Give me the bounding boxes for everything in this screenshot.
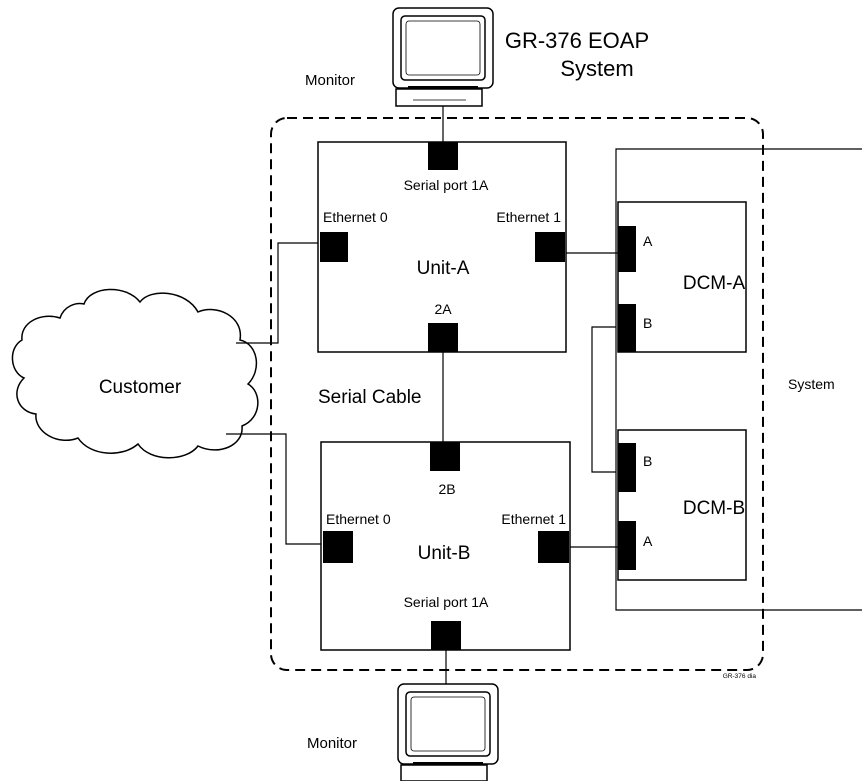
diagram-title-line2: System: [560, 56, 633, 81]
customer-cloud-label: Customer: [99, 377, 182, 398]
unit-b-ethernet-1-label: Ethernet 1: [501, 511, 566, 527]
unit-a-ethernet-0-label: Ethernet 0: [323, 209, 388, 225]
dcm-a-port-b: [618, 304, 636, 352]
unit-a-name: Unit-A: [417, 258, 470, 279]
unit-b-port-2b-label: 2B: [438, 481, 455, 497]
serial-cable-label: Serial Cable: [318, 387, 422, 408]
dcm-a-port-a: [618, 226, 636, 272]
dcm-b-port-b-label: B: [643, 453, 652, 469]
unit-b-ethernet-0-label: Ethernet 0: [326, 511, 391, 527]
unit-a-box: [317, 141, 567, 353]
dcm-a-port-a-label: A: [643, 233, 653, 249]
diagram-title-line1: GR-376 EOAP: [505, 28, 649, 53]
connection-lines: [226, 106, 862, 684]
dcm-b-port-a: [618, 521, 636, 570]
unit-b-ethernet-1-port: [538, 531, 569, 563]
dcm-a-box: [617, 201, 747, 353]
bottom-monitor-icon: [397, 683, 499, 781]
system-label: System: [788, 376, 835, 392]
unit-a-port-2a: [428, 323, 458, 352]
eoap-enclosure: [270, 117, 764, 671]
unit-a-ethernet-0-port: [320, 232, 348, 262]
unit-b-serial-port-1a: [431, 621, 461, 650]
unit-b-ethernet-0-port: [323, 531, 353, 563]
unit-b-port-2b: [430, 442, 460, 471]
customer-cloud-icon: [11, 288, 259, 459]
unit-a-ethernet-1-port: [535, 232, 565, 262]
dcm-a-port-b-label: B: [643, 315, 652, 331]
unit-b-name: Unit-B: [418, 543, 471, 564]
dcm-b-port-a-label: A: [643, 533, 653, 549]
dcm-b-box: [617, 429, 747, 581]
dcm-b-port-b: [618, 443, 636, 492]
top-monitor-label: Monitor: [305, 72, 355, 89]
bottom-monitor-label: Monitor: [307, 735, 357, 752]
unit-a-serial-port-1a: [428, 142, 458, 170]
unit-b-serial-port-label: Serial port 1A: [404, 594, 489, 610]
unit-a-ethernet-1-label: Ethernet 1: [496, 209, 561, 225]
unit-b-box: [320, 441, 571, 651]
figure-tag: GR-376 dia: [723, 673, 757, 680]
dcm-b-name: DCM-B: [683, 498, 745, 519]
unit-a-serial-port-label: Serial port 1A: [404, 177, 489, 193]
dcm-a-name: DCM-A: [683, 273, 746, 294]
unit-a-port-2a-label: 2A: [434, 301, 452, 317]
top-monitor-icon: [392, 7, 494, 107]
